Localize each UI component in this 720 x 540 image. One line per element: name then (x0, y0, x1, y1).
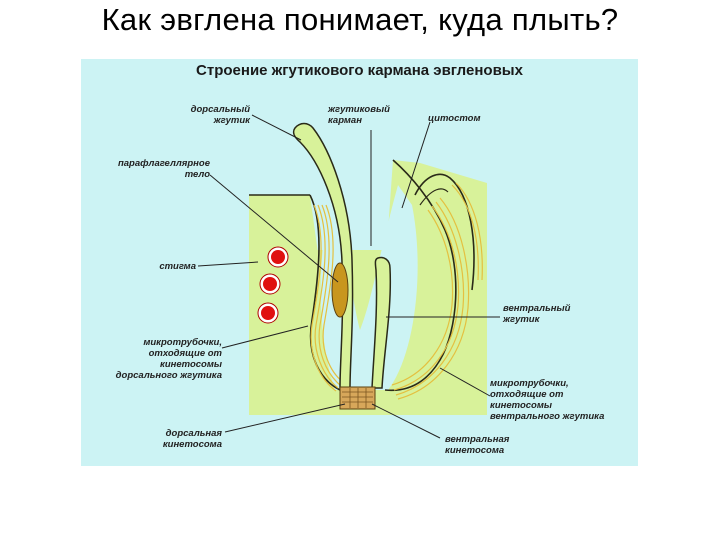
slide-title: Как эвглена понимает, куда плыть? (101, 2, 619, 37)
label-ventral-kinetosome: вентральная кинетосома (445, 434, 510, 456)
label-dorsal-kinetosome: дорсальная кинетосома (162, 428, 222, 450)
label-dorsal-microtubules: микротрубочки, отходящие от кинетосомы д… (115, 337, 222, 381)
label-flagellar-pocket: жгутиковый карман (328, 104, 390, 126)
label-paraflagellar-body: парафлагеллярное тело (117, 158, 210, 180)
pocket-wall-right (384, 159, 457, 392)
pocket-wall-left (309, 194, 341, 391)
cytostome (414, 173, 475, 291)
label-dorsal-flagellum: дорсальный жгутик (190, 104, 250, 126)
ventral-flagellum (371, 256, 392, 389)
leader-lines (197, 114, 500, 439)
label-ventral-flagellum: вентральный жгутик (503, 303, 571, 325)
kinetosomes (339, 386, 376, 410)
ventral-microtubules (391, 182, 483, 400)
stigma-granules (257, 246, 289, 324)
kinetosome-stripes (342, 388, 373, 408)
label-ventral-microtubules: микротрубочки, отходящие от кинетосомы в… (490, 378, 605, 422)
dorsal-microtubules (310, 204, 344, 392)
paraflagellar-body (331, 262, 349, 318)
cytostome-inner (419, 188, 449, 206)
figure-title: Строение жгутикового кармана эвгленовых (196, 62, 523, 79)
label-stigma: стигма (159, 261, 196, 272)
label-cytostome: цитостом (428, 113, 481, 124)
